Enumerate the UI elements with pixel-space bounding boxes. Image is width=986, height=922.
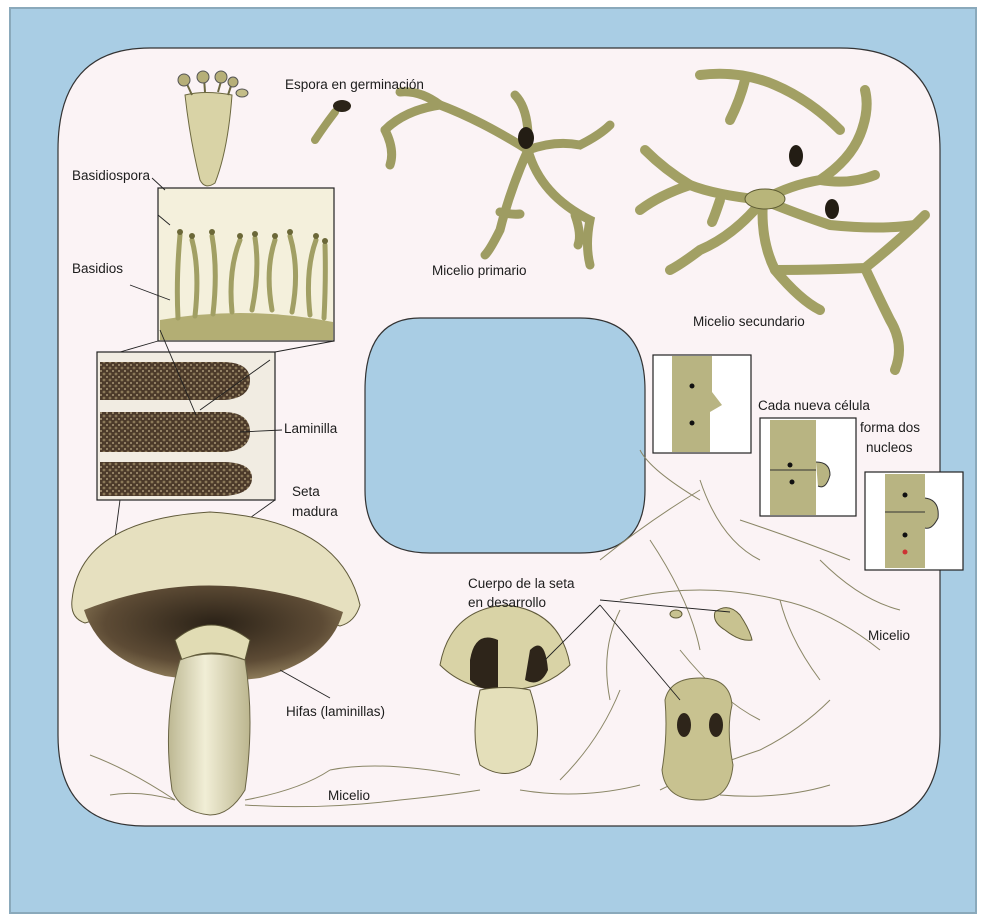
hypha-cell-inset-3: [865, 472, 963, 570]
laminilla-inset: [97, 352, 275, 500]
hypha-cell-inset-1: [653, 355, 751, 453]
label-seta-2: madura: [292, 504, 338, 519]
secondary-spore-icon: [825, 199, 839, 219]
label-micelio-primario: Micelio primario: [432, 263, 527, 278]
label-cuerpo-seta-2: en desarrollo: [468, 595, 546, 610]
secondary-fusion-icon: [745, 189, 785, 209]
label-cuerpo-seta-1: Cuerpo de la seta: [468, 576, 575, 591]
label-basidios: Basidios: [72, 261, 123, 276]
label-micelio-right: Micelio: [868, 628, 910, 643]
label-forma-dos-1: forma dos: [860, 420, 920, 435]
label-forma-dos-2: nucleos: [866, 440, 913, 455]
hypha-cell-inset-2: [760, 418, 856, 516]
label-laminilla: Laminilla: [284, 421, 338, 436]
label-espora-germinacion: Espora en germinación: [285, 77, 424, 92]
label-basidiospora: Basidiospora: [72, 168, 151, 183]
primary-spore-icon: [518, 127, 534, 149]
basidios-inset: [158, 188, 334, 341]
developing-mushroom-small-icon: [662, 678, 733, 800]
label-micelio-bottom: Micelio: [328, 788, 370, 803]
label-hifas: Hifas (laminillas): [286, 704, 385, 719]
label-micelio-secundario: Micelio secundario: [693, 314, 805, 329]
center-hole: [365, 318, 645, 553]
label-cada-nueva-celula: Cada nueva célula: [758, 398, 870, 413]
secondary-spore-icon: [789, 145, 803, 167]
label-seta-1: Seta: [292, 484, 320, 499]
